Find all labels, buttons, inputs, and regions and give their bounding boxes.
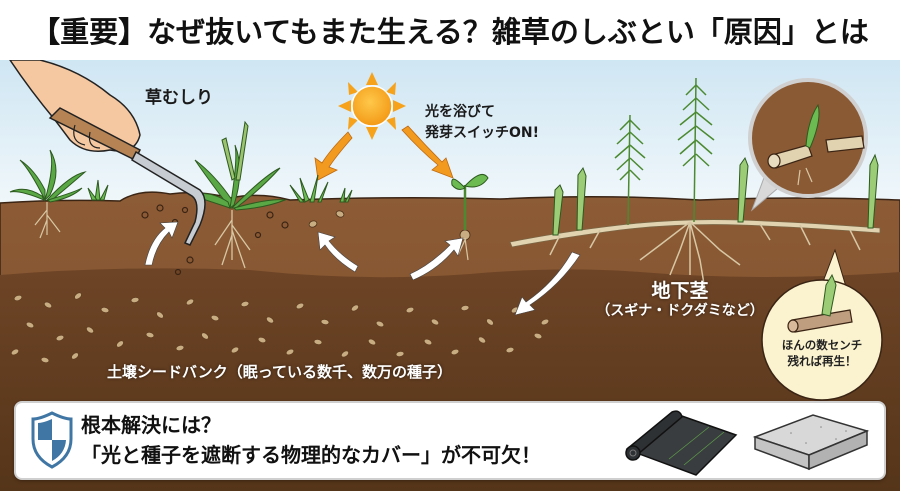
broken-rhizome-icon [767, 103, 865, 186]
solution-card: 根本解決には？ 「光と種子を遮断する物理的なカバー」が不可欠！ [14, 401, 886, 480]
sunlight-arrow-icon [314, 125, 454, 181]
regrowth-label: ほんの数センチ 残れば再生！ [772, 337, 872, 369]
horsetail-plant-icon [614, 77, 715, 226]
rhizome-examples: （スギナ・ドクダミなど） [596, 302, 764, 319]
broken-rhizome-callout [748, 78, 868, 212]
rhizome-title: 地下茎 [651, 280, 709, 302]
horsetail-shoot-icon [552, 153, 879, 236]
regrowth-callout [761, 248, 883, 401]
germination-label-line1: 光を浴びて [425, 104, 495, 120]
seed-rising-arrow-icon [144, 221, 581, 316]
solution-heading: 根本解決には？ [81, 413, 221, 437]
page-title: 【重要】なぜ抜いてもまた生える？雑草のしぶとい「原因」とは [31, 15, 869, 49]
rhizome-label: 地下茎 （スギナ・ドクダミなど） [596, 280, 763, 320]
sun-icon [338, 72, 406, 140]
seed-bank-label: 土壌シードバンク（眠っている数千、数万の種子） [107, 363, 453, 381]
title-bar: 【重要】なぜ抜いてもまた生える？雑草のしぶとい「原因」とは [0, 0, 900, 60]
regrowth-label-line1: ほんの数センチ [781, 338, 863, 352]
hand-with-weeding-tool-icon [9, 60, 206, 246]
dandelion-weed-icon [9, 149, 87, 203]
regrowth-label-line2: 残れば再生！ [787, 354, 857, 368]
germination-label-line2: 発芽スイッチON! [425, 125, 540, 141]
concrete-slab-icon [752, 414, 870, 471]
germination-label: 光を浴びて 発芽スイッチON! [425, 102, 539, 144]
regrowing-rhizome-icon [787, 273, 853, 333]
seed-bank-seeds [11, 292, 550, 363]
weeding-label: 草むしり [145, 88, 213, 108]
solution-message: 「光と種子を遮断する物理的なカバー」が不可欠！ [81, 443, 541, 467]
sprout-icon [451, 173, 489, 261]
solution-text: 根本解決には？ 「光と種子を遮断する物理的なカバー」が不可欠！ [81, 410, 541, 470]
shield-icon [31, 411, 73, 469]
weed-sheet-roll-icon [625, 410, 738, 476]
rhizome-network [509, 219, 881, 248]
